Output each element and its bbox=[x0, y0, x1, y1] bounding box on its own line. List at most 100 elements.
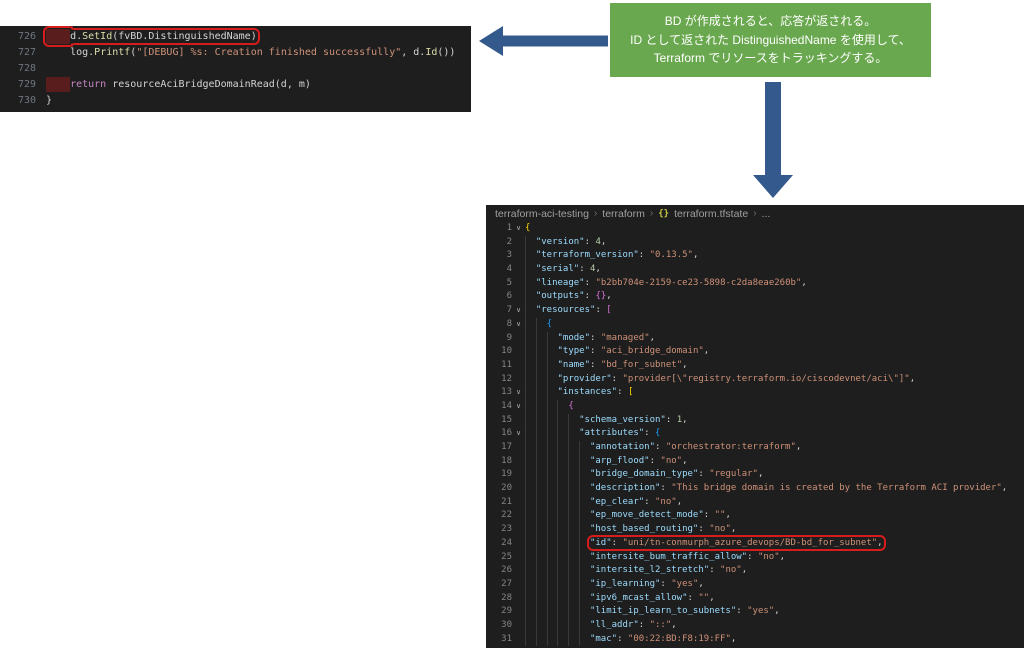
indent-guide bbox=[579, 468, 590, 483]
json-file-icon: {} bbox=[658, 208, 670, 219]
indent-guide bbox=[525, 632, 536, 647]
tfstate-line-15: 15"schema_version": 1, bbox=[486, 413, 1024, 428]
line-number: 14 bbox=[501, 400, 512, 411]
code-token: : bbox=[590, 346, 601, 357]
code-text: "type": "aci_bridge_domain", bbox=[525, 345, 709, 359]
code-token: , bbox=[649, 332, 656, 343]
fold-chevron-icon[interactable]: ∨ bbox=[515, 319, 522, 328]
code-token: : bbox=[687, 592, 699, 603]
line-number: 26 bbox=[501, 565, 512, 576]
code-token: "regular" bbox=[709, 469, 758, 480]
fold-chevron-icon[interactable]: ∨ bbox=[515, 224, 522, 232]
indent-guide bbox=[525, 399, 536, 414]
breadcrumb-item-file[interactable]: terraform.tfstate bbox=[674, 207, 749, 220]
indent-guide bbox=[535, 372, 547, 387]
indent-guide bbox=[525, 386, 536, 400]
breadcrumb-separator-icon: › bbox=[649, 208, 654, 219]
indent-guide bbox=[535, 386, 547, 400]
indent-guide bbox=[546, 605, 558, 619]
indent-guide bbox=[525, 358, 536, 373]
line-number: 12 bbox=[501, 373, 512, 384]
line-number: 31 bbox=[501, 633, 512, 644]
indent-guide bbox=[535, 441, 547, 455]
code-token: "00:22:BD:F8:19:FF" bbox=[627, 633, 731, 644]
breadcrumb-item-symbol[interactable]: ... bbox=[761, 207, 771, 220]
indent-guide bbox=[546, 468, 558, 483]
tfstate-line-2: 2"version": 4, bbox=[486, 235, 1024, 250]
code-text: "intersite_l2_stretch": "no", bbox=[525, 564, 747, 578]
code-text: "outputs": {}, bbox=[525, 290, 612, 305]
fold-chevron-icon[interactable]: ∨ bbox=[515, 388, 522, 397]
indent-guide bbox=[546, 427, 558, 441]
code-token: "version" bbox=[535, 236, 585, 247]
breadcrumb-item-folder[interactable]: terraform-aci-testing bbox=[495, 207, 589, 220]
code-token: , bbox=[606, 291, 612, 302]
line-number: 30 bbox=[501, 619, 512, 630]
code-text: "ll_addr": "::", bbox=[525, 618, 677, 633]
code-token: "name" bbox=[557, 359, 590, 370]
code-text: "attributes": { bbox=[525, 427, 660, 441]
code-token: , bbox=[909, 373, 916, 384]
code-token: : bbox=[595, 305, 607, 316]
indent-guide bbox=[535, 345, 547, 359]
indent-guide bbox=[546, 345, 558, 359]
line-number: 19 bbox=[501, 469, 512, 480]
indent-guide bbox=[557, 441, 568, 455]
code-token: , bbox=[730, 524, 737, 535]
code-token: : bbox=[747, 551, 758, 562]
code-token: d. bbox=[70, 31, 83, 42]
fold-chevron-icon[interactable]: ∨ bbox=[515, 401, 522, 410]
code-token: : bbox=[660, 578, 672, 589]
tfstate-line-12: 12"provider": "provider[\"registry.terra… bbox=[486, 372, 1024, 387]
code-text: "bridge_domain_type": "regular", bbox=[525, 468, 763, 483]
indent-guide bbox=[525, 290, 536, 305]
indent-guide bbox=[525, 482, 536, 496]
fold-chevron-icon[interactable]: ∨ bbox=[515, 429, 522, 438]
indent-guide bbox=[579, 482, 590, 496]
line-number: 8 bbox=[506, 318, 512, 329]
code-token: Id bbox=[425, 47, 438, 58]
tfstate-line-27: 27"ip_learning": "yes", bbox=[486, 577, 1024, 592]
indent-guide bbox=[525, 536, 536, 551]
code-text: log.Printf("[DEBUG] %s: Creation finishe… bbox=[46, 47, 455, 58]
code-token: : bbox=[590, 332, 601, 343]
code-token: "no" bbox=[720, 565, 742, 576]
code-token: : bbox=[611, 373, 623, 384]
code-token: : bbox=[611, 537, 623, 548]
line-number: 15 bbox=[501, 414, 512, 425]
indent-guide bbox=[535, 564, 547, 578]
indent-guide bbox=[525, 454, 536, 469]
code-token: : bbox=[584, 291, 596, 302]
code-token: "intersite_bum_traffic_allow" bbox=[589, 551, 748, 562]
indent-guide bbox=[546, 509, 558, 524]
fold-chevron-icon[interactable]: ∨ bbox=[515, 306, 522, 315]
indent-guide bbox=[535, 482, 547, 496]
line-number: 27 bbox=[501, 578, 512, 589]
code-token: : bbox=[579, 264, 591, 275]
tfstate-line-16: 16∨"attributes": { bbox=[486, 427, 1024, 441]
indent-guide bbox=[546, 441, 558, 455]
indent-guide bbox=[568, 523, 579, 537]
code-token: "yes" bbox=[671, 578, 699, 589]
indent-guide bbox=[557, 523, 568, 537]
indent-guide bbox=[525, 427, 536, 441]
code-token: "no" bbox=[660, 455, 683, 466]
indent-guide bbox=[525, 276, 536, 291]
tfstate-line-21: 21"ep_clear": "no", bbox=[486, 495, 1024, 510]
line-number: 28 bbox=[501, 592, 512, 603]
tfstate-line-11: 11"name": "bd_for_subnet", bbox=[486, 358, 1024, 373]
tfstate-line-14: 14∨{ bbox=[486, 399, 1024, 414]
line-number: 3 bbox=[506, 250, 512, 261]
indent-guide bbox=[579, 441, 590, 455]
code-token: : bbox=[638, 250, 650, 261]
indent-guide bbox=[579, 523, 590, 537]
indent-guide bbox=[535, 509, 547, 524]
go-line-728: 728 bbox=[0, 61, 471, 77]
line-number: 2 bbox=[506, 236, 512, 247]
breadcrumb-item-folder[interactable]: terraform bbox=[602, 207, 645, 220]
code-token: : bbox=[617, 387, 628, 398]
code-token: : bbox=[655, 442, 666, 452]
tfstate-line-10: 10"type": "aci_bridge_domain", bbox=[486, 345, 1024, 359]
indent-guide bbox=[579, 605, 590, 619]
